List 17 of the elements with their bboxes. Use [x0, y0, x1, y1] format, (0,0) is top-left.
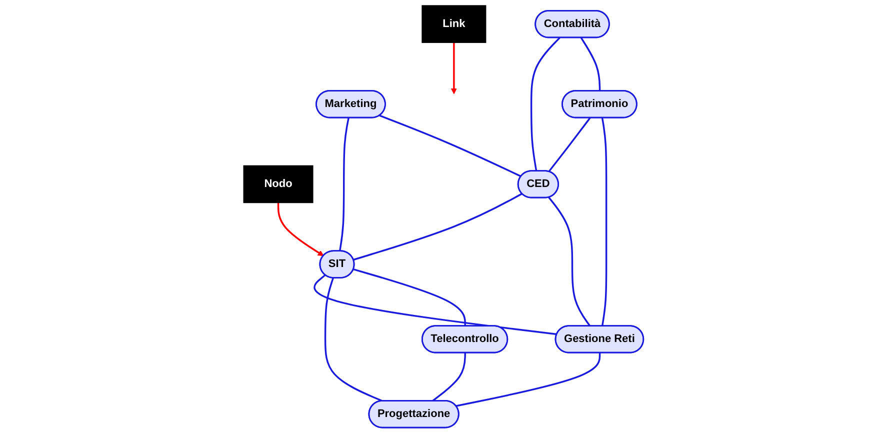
connector — [353, 192, 522, 261]
connector — [432, 352, 466, 402]
connector — [324, 278, 383, 402]
connector — [338, 118, 350, 252]
connector — [379, 114, 522, 178]
connector — [548, 117, 591, 172]
connector — [530, 37, 560, 172]
connector — [314, 274, 558, 336]
arrow — [277, 202, 324, 256]
connector — [353, 268, 466, 326]
connector — [548, 196, 591, 327]
connector — [456, 352, 601, 407]
node-box: Link — [422, 5, 486, 43]
connector — [580, 37, 601, 92]
node-box: Nodo — [243, 165, 314, 204]
arrow — [450, 42, 457, 94]
connector — [601, 118, 608, 326]
